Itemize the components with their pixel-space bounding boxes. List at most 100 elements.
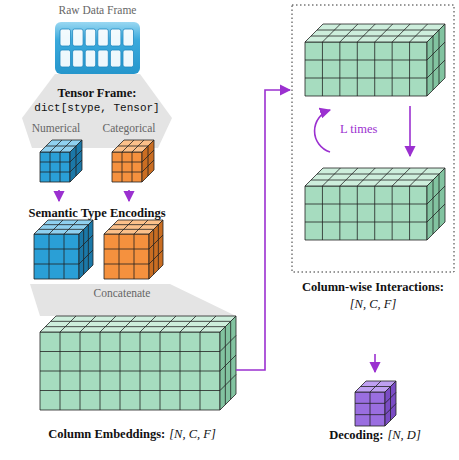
grid-line <box>392 186 393 240</box>
cuboid <box>34 220 93 279</box>
grid-line <box>410 168 428 186</box>
flow-arrow <box>128 190 130 201</box>
grid-line <box>120 316 136 332</box>
decoding-head: Decoding:[N, D] <box>322 372 428 452</box>
grid-line <box>80 316 96 332</box>
flow-connector <box>236 90 290 370</box>
grid-line <box>40 162 70 163</box>
grid-line <box>149 250 163 264</box>
grid-line <box>410 24 428 42</box>
grid-line <box>392 42 393 96</box>
grid-line <box>134 234 135 279</box>
grid-line <box>340 168 358 186</box>
text-line: [N, C, F] <box>290 297 456 312</box>
grid-line <box>112 162 142 163</box>
caption-label: Semantic Type Encodings <box>0 206 197 221</box>
cuboid <box>305 168 445 240</box>
cell <box>110 50 121 67</box>
cell <box>85 50 96 67</box>
node-text: [N, C, F] <box>350 297 397 312</box>
grid-line <box>370 392 371 426</box>
grid-line <box>339 42 340 96</box>
node-text: Column-wise Interactions: <box>302 280 444 295</box>
grid-line <box>322 42 323 96</box>
grid-line <box>409 186 410 240</box>
cuboid-face <box>104 234 149 279</box>
grid-line <box>83 229 84 274</box>
grid-line <box>322 186 323 240</box>
grid-line <box>322 168 340 186</box>
cuboid-face <box>305 42 427 96</box>
categorical-tensor: Categorical <box>91 122 167 188</box>
caption-label: Concatenate <box>22 287 222 299</box>
cuboid-face <box>305 186 427 240</box>
node-text: Numerical <box>21 122 91 134</box>
cuboid-face <box>40 316 236 332</box>
repeat-block <box>292 5 454 272</box>
column-interactions: L timesColumn-wise Interactions: [N, C, F… <box>290 4 456 354</box>
grid-line <box>433 180 434 234</box>
grid-line <box>60 316 76 332</box>
grid-line <box>390 387 391 421</box>
data-frame-box <box>55 22 140 74</box>
text-line: Column-wise Interactions: <box>290 280 456 295</box>
node-text: Categorical <box>91 122 167 134</box>
grid-line <box>76 146 77 176</box>
cuboid-face <box>220 316 236 410</box>
cuboid <box>40 316 236 410</box>
grid-line <box>149 235 163 249</box>
grid-line <box>427 42 445 60</box>
cell <box>98 29 109 46</box>
node-text: Raw Data Frame <box>42 4 153 16</box>
cell <box>123 29 134 46</box>
grid-line <box>439 174 440 228</box>
cuboid-face <box>355 392 385 426</box>
flow-arrow <box>58 190 60 201</box>
grid-line <box>180 316 196 332</box>
grid-line <box>40 390 220 391</box>
grid-line <box>305 204 427 205</box>
cell <box>110 29 121 46</box>
grid-line <box>119 234 120 279</box>
grid-line <box>88 225 89 270</box>
grid-line <box>361 386 391 387</box>
cuboid <box>40 140 82 182</box>
grid-line <box>40 351 220 352</box>
cuboid-face <box>40 332 220 410</box>
loop-arrow <box>315 110 330 152</box>
grid-line <box>119 220 133 234</box>
node-text: [N, D] <box>387 428 420 443</box>
cuboid <box>355 381 396 426</box>
cuboid-face <box>40 152 70 182</box>
grid-line <box>49 234 50 279</box>
grid-line <box>200 316 216 332</box>
grid-line <box>305 60 427 61</box>
grid-line <box>104 264 149 265</box>
node-text: [N, C, F] <box>169 427 216 442</box>
grid-line <box>79 250 93 264</box>
cell <box>98 50 109 67</box>
cuboid <box>104 220 163 279</box>
grid-line <box>43 224 88 225</box>
caption-label: Tensor Frame: <box>0 86 197 101</box>
flow-arrow <box>409 106 411 156</box>
node-text: Column Embeddings: <box>48 427 165 442</box>
grid-line <box>317 30 439 31</box>
grid-line <box>427 186 445 204</box>
grid-line <box>104 249 149 250</box>
cell <box>60 29 71 46</box>
grid-line <box>339 186 340 240</box>
grid-line <box>433 36 434 90</box>
cuboid-face <box>385 381 396 426</box>
grid-line <box>50 152 51 182</box>
grid-line <box>225 327 226 405</box>
grid-line <box>409 42 410 96</box>
grid-line <box>79 235 93 249</box>
grid-line <box>374 42 375 96</box>
cell <box>73 50 84 67</box>
node-text: L times <box>340 122 377 137</box>
cell <box>60 50 71 67</box>
grid-line <box>118 146 148 147</box>
